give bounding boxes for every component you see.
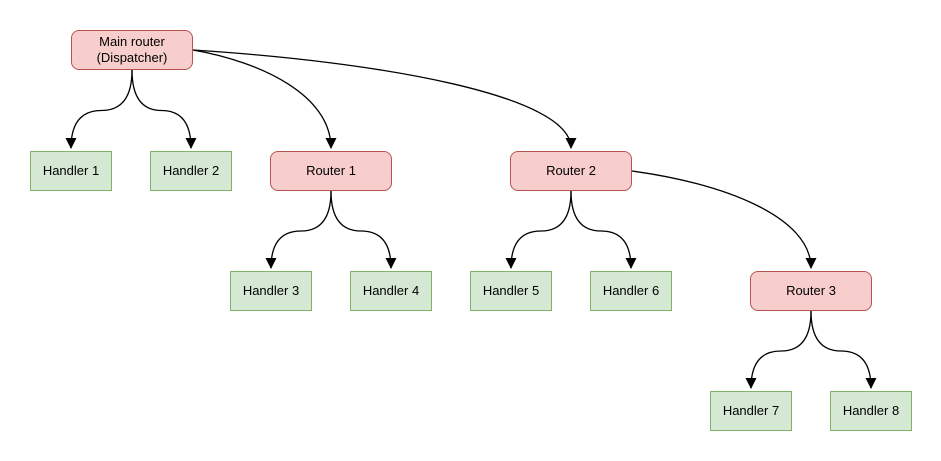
node-label: Handler 8 (842, 403, 900, 418)
node-handler-3: Handler 3 (230, 271, 312, 311)
node-label: Handler 3 (242, 283, 300, 298)
node-handler-2: Handler 2 (150, 151, 232, 191)
node-label: Handler 5 (482, 283, 540, 298)
node-label: Router 2 (546, 163, 596, 178)
node-handler-8: Handler 8 (830, 391, 912, 431)
node-router-3: Router 3 (750, 271, 872, 311)
edge-main-router-to-router-2 (192, 49, 577, 149)
edge-router-1-to-handler-3 (265, 190, 332, 269)
node-main-router: Main router (Dispatcher) (71, 30, 193, 70)
edge-main-router-to-handler-1 (65, 69, 133, 149)
edge-router-2-to-handler-6 (570, 190, 637, 269)
node-handler-5: Handler 5 (470, 271, 552, 311)
edge-router-1-to-handler-4 (330, 190, 397, 269)
node-handler-7: Handler 7 (710, 391, 792, 431)
node-label: Router 3 (786, 283, 836, 298)
edge-group (65, 49, 877, 389)
edge-router-2-to-handler-5 (505, 190, 572, 269)
node-label: Handler 7 (722, 403, 780, 418)
node-router-2: Router 2 (510, 151, 632, 191)
node-label: Handler 4 (362, 283, 420, 298)
edge-router-3-to-handler-7 (745, 310, 812, 389)
edge-router-3-to-handler-8 (810, 310, 877, 389)
node-label: Handler 1 (42, 163, 100, 178)
edge-router-2-to-router-3 (631, 170, 817, 269)
node-label: Main router (Dispatcher) (96, 34, 168, 65)
node-label: Router 1 (306, 163, 356, 178)
node-handler-1: Handler 1 (30, 151, 112, 191)
node-handler-6: Handler 6 (590, 271, 672, 311)
edge-main-router-to-router-1 (192, 49, 337, 149)
node-router-1: Router 1 (270, 151, 392, 191)
node-label: Handler 6 (602, 283, 660, 298)
edge-main-router-to-handler-2 (131, 69, 197, 149)
node-label: Handler 2 (162, 163, 220, 178)
node-handler-4: Handler 4 (350, 271, 432, 311)
